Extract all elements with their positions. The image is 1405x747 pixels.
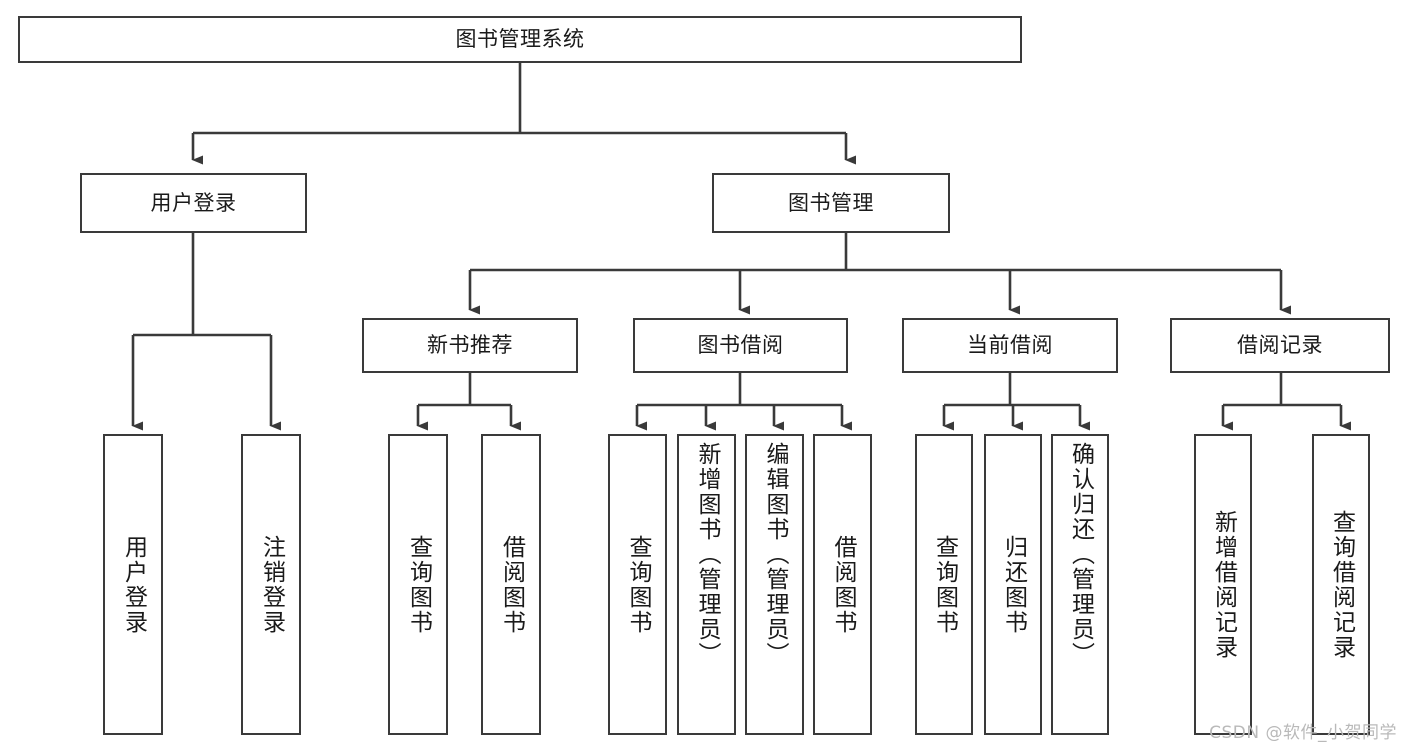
leaf-borrow-add-book[interactable]: 新增图书（管理员）: [677, 434, 736, 735]
leaf-borrow-query-book-label: 查询图书: [625, 534, 651, 635]
leaf-current-return-book[interactable]: 归还图书: [984, 434, 1042, 735]
node-book-management[interactable]: 图书管理: [712, 173, 950, 233]
leaf-record-query-record[interactable]: 查询借阅记录: [1312, 434, 1370, 735]
leaf-current-query-book-label: 查询图书: [931, 534, 958, 635]
leaf-record-query-record-label: 查询借阅记录: [1328, 509, 1355, 660]
leaf-record-add-record[interactable]: 新增借阅记录: [1194, 434, 1252, 735]
leaf-borrow-borrow-book-label: 借阅图书: [830, 534, 856, 635]
leaf-recommend-borrow-book[interactable]: 借阅图书: [481, 434, 541, 735]
node-root[interactable]: 图书管理系统: [18, 16, 1022, 63]
leaf-current-confirm-return-label: 确认归还（管理员）: [1067, 442, 1094, 667]
watermark: CSDN @软件_小贺同学: [1209, 723, 1397, 743]
node-book-management-label: 图书管理: [788, 190, 874, 215]
leaf-current-query-book[interactable]: 查询图书: [915, 434, 973, 735]
leaf-borrow-edit-book-label: 编辑图书（管理员）: [762, 442, 788, 667]
leaf-user-login-signout[interactable]: 注销登录: [241, 434, 301, 735]
leaf-current-return-book-label: 归还图书: [1000, 534, 1027, 635]
leaf-user-login-signin[interactable]: 用户登录: [103, 434, 163, 735]
leaf-user-login-signout-label: 注销登录: [258, 534, 285, 635]
node-current-borrow[interactable]: 当前借阅: [902, 318, 1118, 373]
leaf-recommend-query-book[interactable]: 查询图书: [388, 434, 448, 735]
leaf-borrow-edit-book[interactable]: 编辑图书（管理员）: [745, 434, 804, 735]
node-user-login-label: 用户登录: [150, 190, 237, 215]
leaf-recommend-borrow-book-label: 借阅图书: [498, 534, 525, 635]
leaf-borrow-borrow-book[interactable]: 借阅图书: [813, 434, 872, 735]
node-book-borrow[interactable]: 图书借阅: [633, 318, 848, 373]
leaf-record-add-record-label: 新增借阅记录: [1210, 509, 1237, 660]
leaf-borrow-query-book[interactable]: 查询图书: [608, 434, 667, 735]
node-borrow-record-label: 借阅记录: [1237, 333, 1323, 358]
leaf-recommend-query-book-label: 查询图书: [405, 534, 432, 635]
node-borrow-record[interactable]: 借阅记录: [1170, 318, 1390, 373]
node-current-borrow-label: 当前借阅: [967, 333, 1053, 358]
node-user-login[interactable]: 用户登录: [80, 173, 307, 233]
leaf-user-login-signin-label: 用户登录: [120, 534, 147, 635]
leaf-borrow-add-book-label: 新增图书（管理员）: [694, 442, 720, 667]
node-new-book-recommend-label: 新书推荐: [427, 333, 513, 358]
node-root-label: 图书管理系统: [455, 27, 585, 52]
node-new-book-recommend[interactable]: 新书推荐: [362, 318, 578, 373]
leaf-current-confirm-return[interactable]: 确认归还（管理员）: [1051, 434, 1109, 735]
node-book-borrow-label: 图书借阅: [697, 333, 784, 358]
